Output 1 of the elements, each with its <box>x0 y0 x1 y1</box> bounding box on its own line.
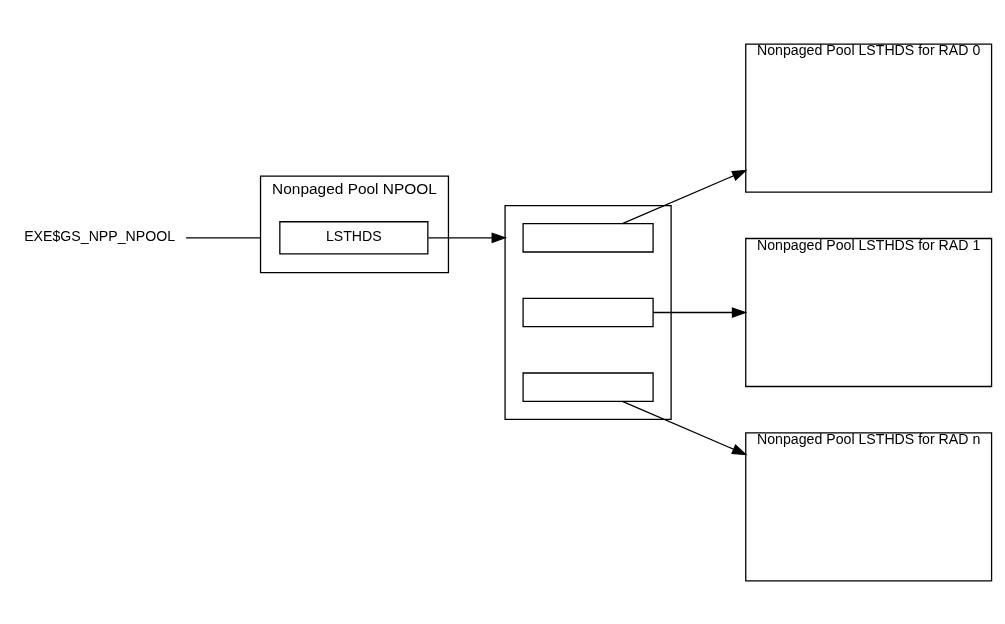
node-text: EXE$GS_NPP_NPOOL <box>24 227 176 244</box>
